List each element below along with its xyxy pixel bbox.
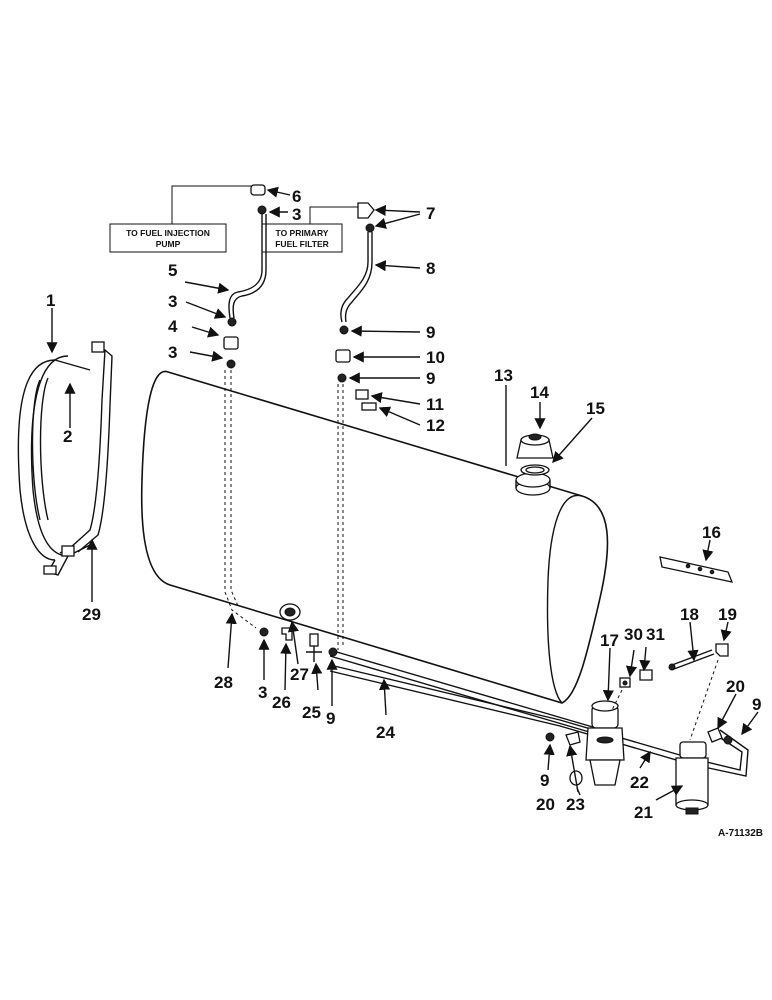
- callout-3-bottom: 3: [258, 683, 267, 702]
- sediment-bowl-17: [585, 700, 625, 786]
- callout-3-mid: 3: [168, 292, 177, 311]
- supply-tube-dashed-2: [230, 370, 239, 607]
- callout-6: 6: [292, 187, 301, 206]
- filler-cap-14: [516, 433, 554, 459]
- callout-13: 13: [494, 366, 513, 385]
- callout-28: 28: [214, 673, 233, 692]
- label-fuel-injection-line2: PUMP: [156, 239, 181, 249]
- elbow-20-upper: [707, 727, 723, 743]
- fitting-9-bottom: [545, 732, 555, 742]
- tube-18: [668, 649, 715, 671]
- callout-24: 24: [376, 723, 395, 742]
- callout-9-b: 9: [426, 369, 435, 388]
- tank-strap-1: [17, 355, 91, 576]
- callout-29: 29: [82, 605, 101, 624]
- callout-23: 23: [566, 795, 585, 814]
- label-fuel-injection-line1: TO FUEL INJECTION: [126, 228, 210, 238]
- elbow-20-lower: [565, 731, 581, 746]
- label-primary-filter-line1: TO PRIMARY: [276, 228, 329, 238]
- fuel-filter-21: [675, 741, 709, 815]
- fuel-tube-22: [329, 664, 749, 777]
- fitting-9-right: [723, 735, 733, 745]
- callout-27: 27: [290, 665, 309, 684]
- callout-15: 15: [586, 399, 605, 418]
- callout-9-bottom: 9: [540, 771, 549, 790]
- callout-21: 21: [634, 803, 653, 822]
- label-primary-fuel-filter: TO PRIMARY FUEL FILTER: [261, 206, 358, 253]
- label-fuel-injection-pump: TO FUEL INJECTION PUMP: [109, 185, 252, 253]
- fitting-27: [279, 603, 301, 621]
- callout-9-mid: 9: [326, 709, 335, 728]
- bracket-16: [659, 556, 734, 583]
- elbow-19: [715, 643, 729, 657]
- callout-3-top: 3: [292, 205, 301, 224]
- label-primary-filter-line2: FUEL FILTER: [275, 239, 329, 249]
- callout-20-bottom: 20: [536, 795, 555, 814]
- callout-16: 16: [702, 523, 721, 542]
- callout-30: 30: [624, 625, 643, 644]
- callout-leaders: [46, 186, 759, 801]
- callout-31: 31: [646, 625, 665, 644]
- valve-25: [306, 633, 322, 662]
- fuel-line-5-assembly: [223, 184, 267, 369]
- fitting-3-lower: [259, 627, 269, 637]
- callout-9-right: 9: [752, 695, 761, 714]
- callout-12: 12: [426, 416, 445, 435]
- callout-3-low: 3: [168, 343, 177, 362]
- callout-5: 5: [168, 261, 177, 280]
- strap-insulator-2: [31, 377, 49, 521]
- callout-20-right: 20: [726, 677, 745, 696]
- cap-gasket-15: [520, 464, 550, 476]
- supply-tube-dashed: [224, 370, 257, 629]
- fuel-tube-24: [329, 649, 621, 742]
- tank-strap-29: [59, 341, 113, 557]
- callout-4: 4: [168, 317, 178, 336]
- fuel-line-8-assembly: [335, 202, 377, 411]
- callout-19: 19: [718, 605, 737, 624]
- callout-25: 25: [302, 703, 321, 722]
- callout-numbers: 1 2 6 3 5 3 4 3 7 8 9 10 9 11 12 13 14 1…: [46, 187, 761, 822]
- callout-9-a: 9: [426, 323, 435, 342]
- callout-11: 11: [426, 395, 444, 414]
- fitting-9-lower: [328, 647, 338, 657]
- callout-14: 14: [530, 383, 549, 402]
- callout-22: 22: [630, 773, 649, 792]
- callout-8: 8: [426, 259, 435, 278]
- callout-17: 17: [600, 631, 619, 650]
- callout-26: 26: [272, 693, 291, 712]
- callout-18: 18: [680, 605, 699, 624]
- callout-10: 10: [426, 348, 445, 367]
- callout-7: 7: [426, 204, 435, 223]
- drawing-reference: A-71132B: [718, 828, 763, 839]
- fitting-31: [639, 669, 653, 681]
- fuel-tank: [140, 370, 609, 704]
- elbow-26: [281, 627, 293, 641]
- callout-2: 2: [63, 427, 72, 446]
- alignment-dashed-30: [611, 689, 623, 711]
- alignment-dashed-19: [689, 659, 719, 741]
- callout-1: 1: [46, 291, 55, 310]
- fitting-30: [619, 677, 631, 688]
